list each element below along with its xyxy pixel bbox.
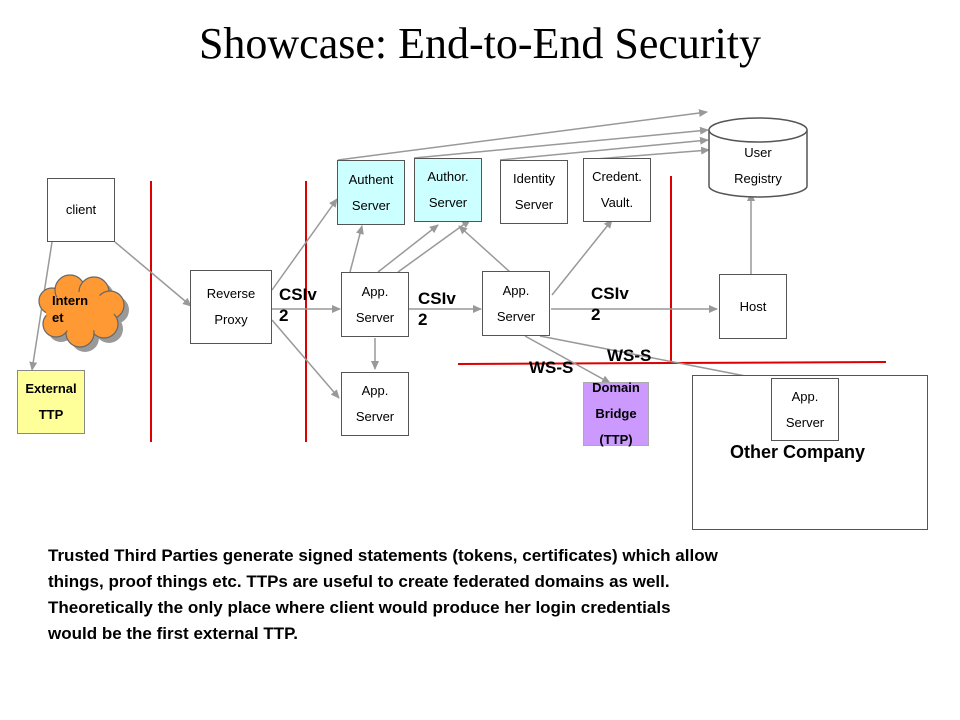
arrow-app3-credent <box>551 219 613 296</box>
arrow-app1-author-2 <box>397 219 471 273</box>
credent-vault-box: Credent.Vault. <box>583 158 651 222</box>
cloud-icon <box>38 274 129 352</box>
host-box: Host <box>719 274 787 339</box>
arrow-author-registry <box>413 126 709 159</box>
arrows <box>29 109 772 399</box>
app-server-box-3: App.Server <box>482 271 550 336</box>
arrow-identity-registry <box>499 136 709 161</box>
arrow-app3-appother <box>539 335 772 384</box>
arrow-app3-author <box>458 225 511 273</box>
user-registry-shape <box>708 117 808 198</box>
arrow-authent-registry <box>337 109 708 161</box>
arrow-app1-author <box>377 224 439 273</box>
app-server-box-1: App.Server <box>341 272 409 337</box>
arrow-client-proxy <box>114 241 192 307</box>
arrow-app1-authent <box>349 225 364 273</box>
arrow-app3-bridge <box>524 335 611 384</box>
client-box: client <box>47 178 115 242</box>
arrow-proxy-app2 <box>271 319 340 399</box>
app-server-box-2: App.Server <box>341 372 409 436</box>
author-server-box: Author.Server <box>414 158 482 222</box>
caption-text: Trusted Third Parties generate signed st… <box>48 546 718 643</box>
boundary-line-4 <box>457 361 887 365</box>
slide-title: Showcase: End-to-End Security <box>198 19 762 68</box>
ws-s-label-2: WS-S <box>607 346 652 365</box>
other-company-label: Other Company <box>730 442 866 462</box>
arrow-proxy-authent <box>271 198 338 291</box>
app-server-box-other: App.Server <box>771 378 839 441</box>
boundary-lines <box>150 176 887 442</box>
ws-s-label-1: WS-S <box>529 358 574 377</box>
